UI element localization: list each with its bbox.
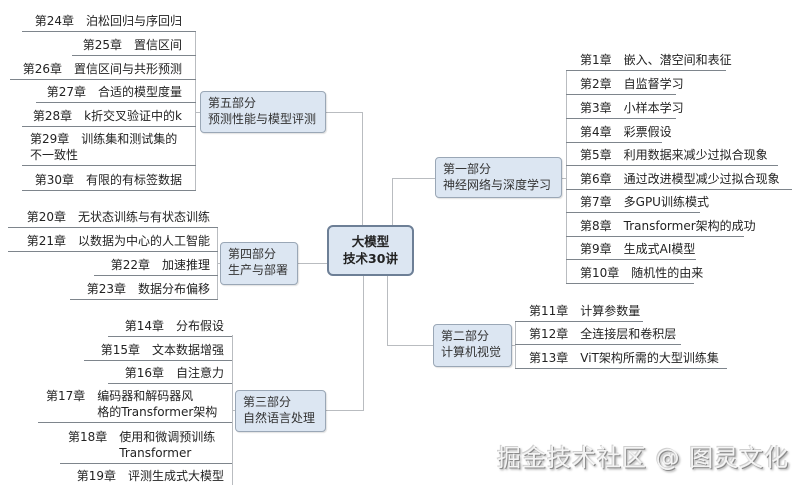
part5-number: 第五部分 [208,96,257,110]
chapter-14[interactable]: 第14章分布假设 [108,318,232,337]
chapter-7[interactable]: 第7章多GPU训练模式 [566,194,709,213]
chapter-23[interactable]: 第23章数据分布偏移 [70,281,218,300]
chapter-17[interactable]: 第17章 编码器和解码器风格的Transformer架构 [38,388,232,423]
connector-center-part3-v [363,276,364,411]
connector-part3-spine [232,410,236,411]
chapter-25[interactable]: 第25章置信区间 [72,37,196,56]
part1-number: 第一部分 [443,162,492,176]
chapter-6[interactable]: 第6章通过改进模型减少过拟合现象 [566,171,792,190]
connector-center-part2-v [387,276,388,346]
connector-center-part5-v [362,112,363,226]
connector-part4-spine [217,263,221,264]
part4-node[interactable]: 第四部分 生产与部署 [220,242,298,285]
spine-part1 [566,70,567,284]
connector-part2-spine [512,345,516,346]
chapter-26[interactable]: 第26章置信区间与共形预测 [10,61,196,80]
chapter-24[interactable]: 第24章泊松回归与序回归 [22,13,196,32]
chapter-9[interactable]: 第9章生成式AI模型 [566,241,696,260]
part3-title: 自然语言处理 [243,411,316,425]
chapter-30[interactable]: 第30章有限的有标签数据 [22,172,196,191]
chapter-22[interactable]: 第22章加速推理 [94,257,218,276]
chapter-5[interactable]: 第5章利用数据来减少过拟合现象 [566,147,778,166]
chapter-1[interactable]: 第1章嵌入、潜空间和表征 [566,52,732,71]
watermark-text: 掘金技术社区 @ 图灵文化 [497,444,790,472]
part3-node[interactable]: 第三部分 自然语言处理 [235,390,326,432]
part3-number: 第三部分 [243,395,292,409]
part4-number: 第四部分 [228,247,277,261]
chapter-27[interactable]: 第27章合适的模型度量 [36,84,196,103]
part5-node[interactable]: 第五部分 预测性能与模型评测 [200,91,326,133]
part4-title: 生产与部署 [228,263,289,277]
connector-center-part4 [298,263,328,264]
connector-center-part5 [326,112,363,113]
part2-node[interactable]: 第二部分 计算机视觉 [433,324,512,367]
part2-number: 第二部分 [441,329,490,343]
part1-title: 神经网络与深度学习 [443,178,552,192]
chapter-2[interactable]: 第2章自监督学习 [566,76,684,95]
chapter-19[interactable]: 第19章评测生成式大模型 [76,469,224,483]
chapter-15[interactable]: 第15章文本数据增强 [84,342,232,361]
part2-title: 计算机视觉 [441,345,502,359]
center-node[interactable]: 大模型 技术30讲 [327,225,414,276]
part1-node[interactable]: 第一部分 神经网络与深度学习 [435,157,562,198]
chapter-16[interactable]: 第16章自注意力 [108,365,232,384]
chapter-4[interactable]: 第4章彩票假设 [566,124,672,143]
connector-center-part1-v [392,178,393,226]
chapter-12[interactable]: 第12章全连接层和卷积层 [515,326,681,345]
connector-part1-spine [562,178,567,179]
connector-part5-spine [195,112,201,113]
connector-center-part3 [326,410,364,411]
center-title-line2: 技术30讲 [343,251,398,266]
part5-title: 预测性能与模型评测 [208,112,317,126]
chapter-11[interactable]: 第11章计算参数量 [515,303,643,322]
chapter-10[interactable]: 第10章随机性的由来 [566,265,703,284]
connector-center-part1 [392,178,435,179]
chapter-20[interactable]: 第20章无状态训练与有状态训练 [8,209,218,228]
chapter-21[interactable]: 第21章以数据为中心的人工智能 [8,233,218,252]
center-title-line1: 大模型 [351,234,390,249]
chapter-3[interactable]: 第3章小样本学习 [566,100,684,119]
spine-part5 [195,32,196,190]
chapter-29[interactable]: 第29章训练集和测试集的 不一致性 [22,131,196,166]
connector-center-part2 [387,345,433,346]
